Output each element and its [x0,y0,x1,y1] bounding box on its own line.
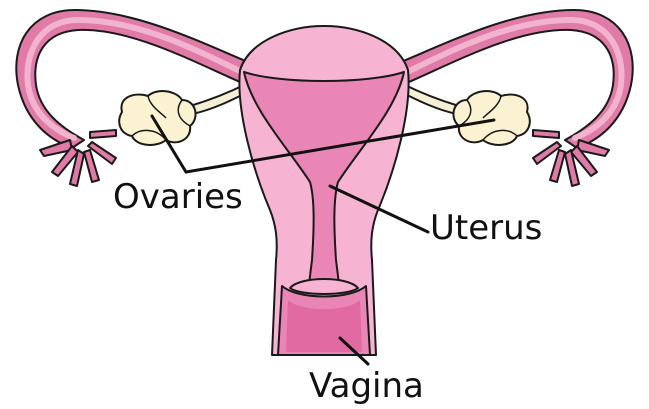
cervix [290,279,358,294]
right-ovarian-ligament [401,84,459,114]
uterus-label: Uterus [430,208,542,248]
vagina-label: Vagina [309,366,424,406]
left-ovary [119,91,195,145]
right-ovary [453,91,529,145]
ovaries-label: Ovaries [113,177,243,217]
